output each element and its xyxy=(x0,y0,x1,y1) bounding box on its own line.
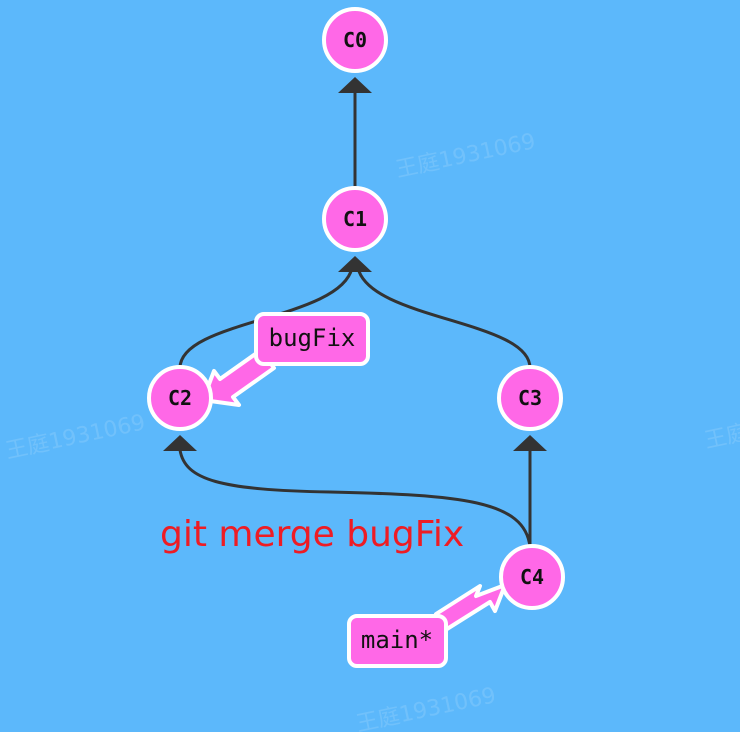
commit-node xyxy=(322,186,388,252)
commit-c2[interactable]: C2 xyxy=(147,365,213,431)
branch-box xyxy=(254,312,370,366)
branch-bugfix[interactable]: bugFix xyxy=(254,312,370,366)
commit-label: C4 xyxy=(520,565,544,589)
branch-name: bugFix xyxy=(269,324,356,352)
edge-c4-c2 xyxy=(178,449,532,548)
watermark: 王庭1931069 xyxy=(354,683,498,732)
branch-name: main* xyxy=(361,626,433,654)
watermark: 王庭1931069 xyxy=(4,410,148,464)
branch-main[interactable]: main* xyxy=(347,614,448,668)
watermark: 王庭1931069 xyxy=(394,129,538,183)
commit-label: C3 xyxy=(518,386,542,410)
branch-arrows xyxy=(201,348,507,631)
arrow-c3 xyxy=(513,435,547,451)
commit-c0[interactable]: C0 xyxy=(322,7,388,73)
commit-node xyxy=(499,544,565,610)
edge-c3-c1 xyxy=(356,267,532,369)
commit-c4[interactable]: C4 xyxy=(499,544,565,610)
commit-label: C2 xyxy=(168,386,192,410)
command-annotation: git merge bugFix xyxy=(160,514,464,555)
commit-node xyxy=(147,365,213,431)
commit-node xyxy=(322,7,388,73)
commit-label: C1 xyxy=(343,207,367,231)
arrow-c0 xyxy=(338,77,372,93)
commit-label: C0 xyxy=(343,28,367,52)
commit-node xyxy=(497,365,563,431)
commit-c1[interactable]: C1 xyxy=(322,186,388,252)
arrow-c2 xyxy=(163,435,197,451)
commit-c3[interactable]: C3 xyxy=(497,365,563,431)
branch-box xyxy=(347,614,448,668)
watermark: 王庭1931069 xyxy=(702,400,740,454)
arrowheads xyxy=(163,77,547,451)
arrow-c1 xyxy=(338,256,372,272)
